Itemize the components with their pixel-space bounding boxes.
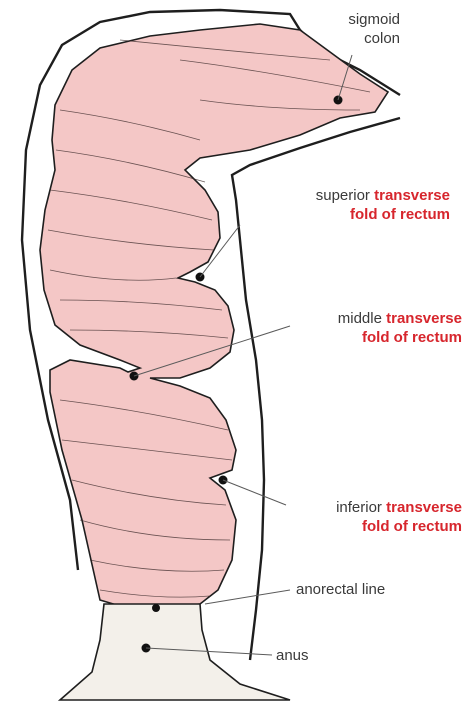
label-sigmoid-colon-line2: colon bbox=[310, 29, 400, 48]
label-inferior-highlight2: fold of rectum bbox=[240, 517, 462, 536]
label-middle-fold-line1: middle transverse bbox=[240, 309, 462, 328]
label-superior-highlight2: fold of rectum bbox=[228, 205, 450, 224]
label-anus: anus bbox=[276, 646, 309, 665]
label-superior-highlight1: transverse bbox=[374, 187, 450, 204]
label-middle-prefix: middle bbox=[338, 310, 382, 327]
label-inferior-prefix: inferior bbox=[336, 499, 382, 516]
label-anorectal-line: anorectal line bbox=[296, 580, 385, 599]
label-middle-highlight1: transverse bbox=[386, 310, 462, 327]
label-inferior-highlight1: transverse bbox=[386, 499, 462, 516]
label-inferior-fold-line1: inferior transverse bbox=[240, 498, 462, 517]
label-sigmoid-colon: sigmoid colon bbox=[310, 10, 400, 48]
label-superior-fold: superior transverse fold of rectum bbox=[228, 186, 450, 224]
label-sigmoid-colon-line1: sigmoid bbox=[310, 10, 400, 29]
label-superior-fold-line1: superior transverse bbox=[228, 186, 450, 205]
label-middle-fold: middle transverse fold of rectum bbox=[240, 309, 462, 347]
label-superior-prefix: superior bbox=[316, 187, 370, 204]
label-inferior-fold: inferior transverse fold of rectum bbox=[240, 498, 462, 536]
label-middle-highlight2: fold of rectum bbox=[240, 328, 462, 347]
anorectal-marker bbox=[152, 604, 160, 612]
